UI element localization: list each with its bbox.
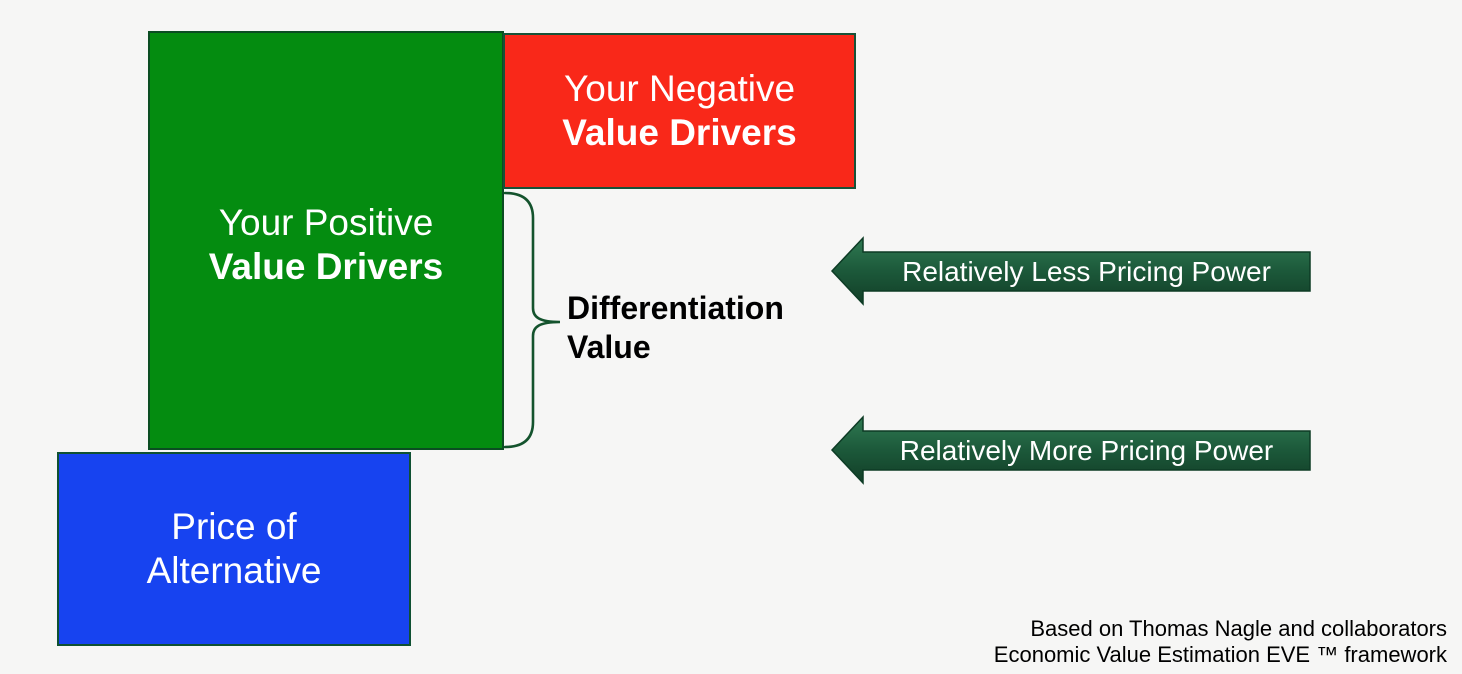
negative-box-line2: Value Drivers [562, 112, 797, 153]
negative-box-line1: Your Negative [563, 68, 796, 109]
differentiation-label-line2: Value [567, 329, 651, 365]
negative-value-drivers-box: Your Negative Value Drivers [503, 33, 856, 189]
price-box-line1: Price of [171, 506, 297, 547]
positive-value-drivers-box: Your Positive Value Drivers [148, 31, 504, 450]
left-arrow-icon [830, 236, 1311, 306]
curly-brace-icon [503, 191, 561, 449]
more-pricing-power-arrow: Relatively More Pricing Power [830, 410, 1312, 490]
less-pricing-power-arrow: Relatively Less Pricing Power [830, 231, 1312, 311]
positive-box-line1: Your Positive [218, 201, 434, 243]
more-pricing-power-label: Relatively More Pricing Power [899, 434, 1274, 466]
attribution: Based on Thomas Nagle and collaborators … [994, 616, 1447, 668]
less-pricing-power-label: Relatively Less Pricing Power [902, 255, 1271, 287]
left-arrow-icon [830, 415, 1311, 485]
price-of-alternative-box: Price of Alternative [57, 452, 411, 646]
attribution-line2: Economic Value Estimation EVE ™ framewor… [993, 642, 1447, 667]
differentiation-value-label: Differentiation Value [567, 289, 784, 367]
price-box-line2: Alternative [146, 550, 322, 591]
differentiation-label-line1: Differentiation [567, 290, 784, 326]
attribution-line1: Based on Thomas Nagle and collaborators [1030, 616, 1447, 641]
positive-box-line2: Value Drivers [208, 245, 444, 287]
